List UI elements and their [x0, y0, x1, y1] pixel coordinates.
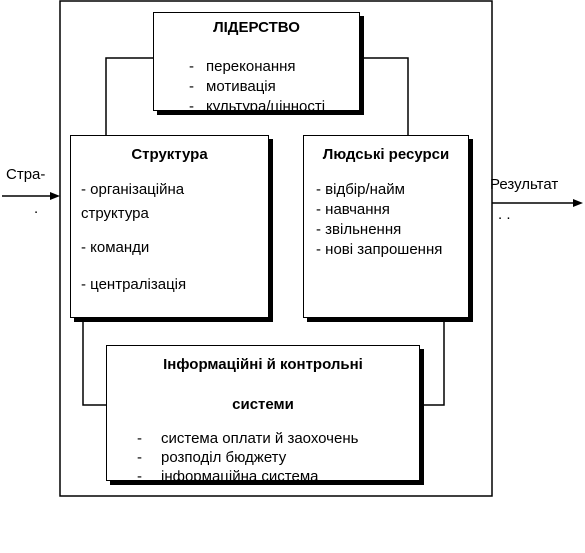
leadership-dash: -: [189, 58, 194, 75]
leadership-title: ЛІДЕРСТВО: [213, 19, 300, 36]
leadership-item: культура/цінності: [206, 98, 326, 111]
info-item: інформаційна система: [161, 468, 319, 481]
input-label: Стра-: [6, 166, 46, 183]
hr-item: - відбір/найм: [316, 181, 405, 198]
hr-item: - навчання: [316, 201, 390, 218]
structure-item: - централізація: [81, 276, 187, 293]
leadership-item: переконання: [206, 58, 296, 75]
leadership-item: мотивація: [206, 78, 276, 95]
output-dots: . .: [498, 206, 511, 223]
hr-box: Людські ресурси - відбір/найм - навчання…: [303, 135, 469, 318]
structure-item: структура: [81, 205, 149, 222]
hr-title: Людські ресурси: [322, 146, 450, 163]
info-dash: -: [137, 430, 142, 447]
outer-frame: [59, 0, 493, 497]
connector-top: [105, 57, 153, 135]
input-arrow-head: [50, 192, 60, 200]
leadership-dash: -: [189, 78, 194, 95]
info-title-line1: Інформаційні й контрольні: [163, 356, 363, 373]
info-box: Інформаційні й контрольні системи - сист…: [106, 345, 420, 481]
connector-bottom-left: [82, 318, 106, 406]
hr-item: - звільнення: [316, 221, 402, 238]
info-title-line2: системи: [232, 396, 294, 413]
info-dash: -: [137, 449, 142, 466]
output-label: Результат: [490, 176, 559, 193]
structure-box: Структура - організаційна структура - ко…: [70, 135, 269, 318]
info-item: система оплати й заохочень: [161, 430, 359, 447]
hr-item: - нові запрошення: [316, 241, 443, 258]
structure-title: Структура: [131, 146, 208, 163]
structure-item: - організаційна: [81, 181, 185, 198]
input-dot: .: [34, 200, 39, 217]
leadership-dash: -: [189, 98, 194, 111]
info-dash: -: [137, 468, 142, 481]
structure-item: - команди: [81, 239, 150, 256]
connector-top-right: [360, 57, 409, 135]
connector-bottom-right: [420, 318, 445, 406]
leadership-box: ЛІДЕРСТВО - переконання - мотивація - ку…: [153, 12, 360, 111]
output-arrow-head: [573, 199, 583, 207]
info-item: розподіл бюджету: [161, 449, 287, 466]
